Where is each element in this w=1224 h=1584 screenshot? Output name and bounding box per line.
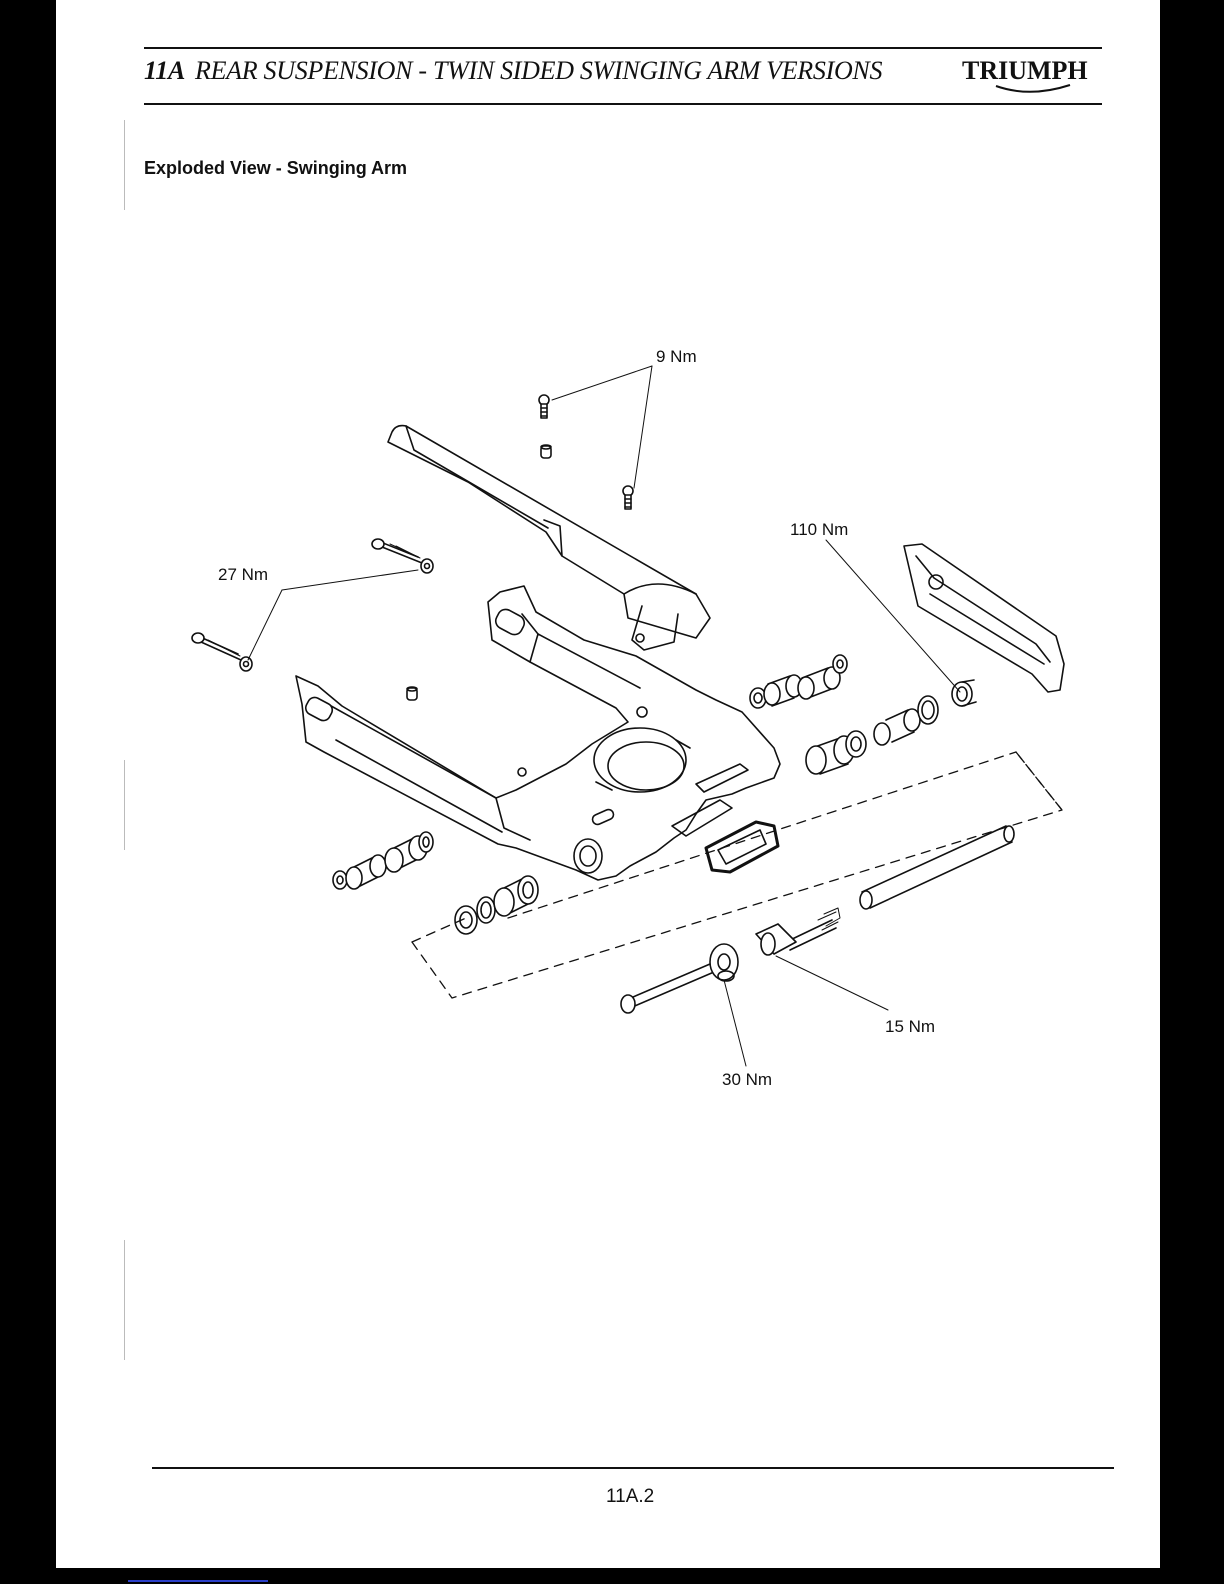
link-bolt-lower: [192, 633, 252, 671]
swinging-arm-exploded-diagram: [56, 0, 1160, 1200]
page-number: 11A.2: [606, 1486, 654, 1508]
guard-screw: [623, 486, 633, 509]
torque-label-27nm: 27 Nm: [218, 565, 268, 585]
chain-guard: [388, 426, 710, 650]
bush-set-right-lower: [806, 680, 976, 774]
guard-screw: [539, 395, 549, 418]
swinging-arm: [296, 586, 780, 880]
bush-set-left-pivot: [455, 876, 538, 934]
footer-rule: [152, 1467, 1114, 1469]
scan-margin-mark: [124, 1240, 125, 1360]
pivot-spindle: [621, 908, 840, 1013]
arm-grommet: [407, 687, 417, 700]
spindle-spacer-tube: [860, 826, 1014, 909]
bush-set-left: [333, 832, 433, 889]
torque-label-30nm: 30 Nm: [722, 1070, 772, 1090]
adjuster-plate: [904, 544, 1064, 692]
torque-label-9nm: 9 Nm: [656, 347, 697, 367]
scan-artifact-link: [128, 1580, 268, 1582]
bush-set-right-upper: [750, 655, 847, 708]
chain-slider: [706, 822, 778, 872]
link-bolt-upper: [372, 539, 433, 573]
guard-grommet: [541, 445, 551, 458]
torque-label-15nm: 15 Nm: [885, 1017, 935, 1037]
torque-label-110nm: 110 Nm: [790, 520, 848, 540]
